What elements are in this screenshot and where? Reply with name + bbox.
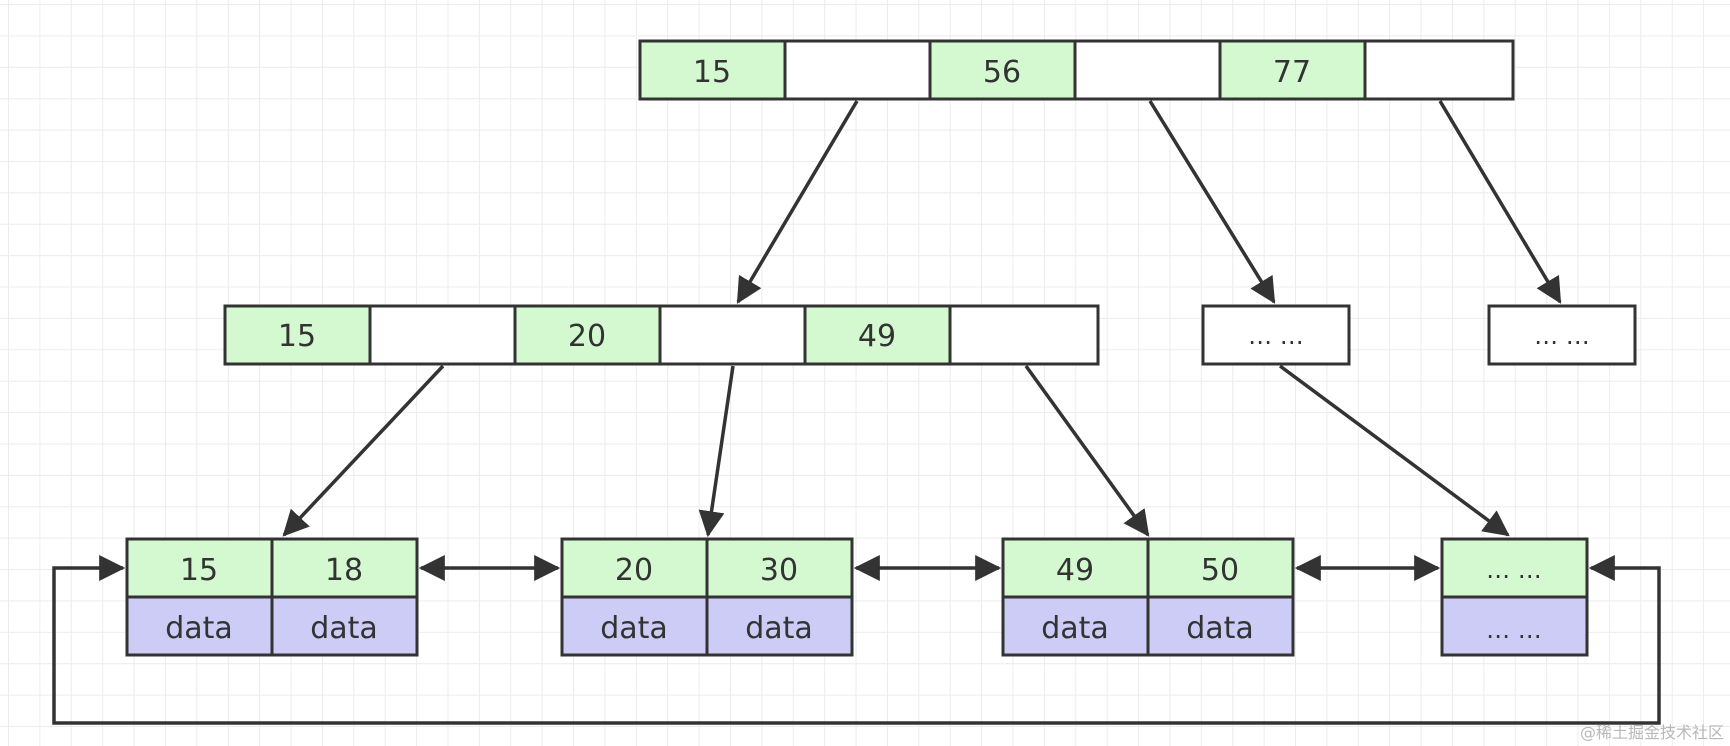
arrow-root-to-internal [736, 100, 859, 304]
circular-link-path [52, 555, 1661, 725]
internal-key-1: 15 [278, 319, 316, 354]
root-pointer-cell-2 [1073, 39, 1222, 101]
root-key-1: 15 [693, 55, 731, 90]
root-pointer-cell-3 [1363, 39, 1515, 101]
root-key-cell-1 [638, 39, 787, 101]
internal-sibling-node-2: … … [1487, 304, 1637, 366]
root-key-3: 77 [1273, 55, 1311, 90]
arrow-sibling-to-leaf-4 [1278, 364, 1510, 537]
leaf-3-data-2: data [1186, 611, 1254, 646]
leaf-node-3: 49 50 data data [1001, 537, 1295, 657]
root-node: 15 56 77 [638, 39, 1515, 101]
leaf-node-1: 15 18 data data [125, 537, 419, 657]
leaf-3-data-cell-1 [1001, 595, 1150, 657]
internal-key-2: 20 [568, 319, 606, 354]
arrow-internal-to-leaf-1 [282, 364, 445, 537]
arrow-internal-to-leaf-2 [698, 365, 735, 538]
internal-pointer-cell-3 [948, 304, 1100, 366]
leaf-4-data-cell [1440, 595, 1589, 657]
leaf-3-data-1: data [1041, 611, 1109, 646]
root-pointer-cell-1 [783, 39, 932, 101]
internal-pointer-cell-1 [368, 304, 517, 366]
internal-key-cell-3 [803, 304, 952, 366]
root-pointer-arrows [736, 100, 1562, 304]
arrow-internal-to-leaf-3 [1024, 364, 1150, 537]
internal-key-cell-2 [513, 304, 662, 366]
internal-sibling-box-1 [1201, 304, 1351, 366]
root-key-cell-3 [1218, 39, 1367, 101]
leaf-1-data-1: data [165, 611, 233, 646]
leaf-1-data-2: data [310, 611, 378, 646]
circular-link-arrow [52, 555, 1661, 725]
leaf-1-data-cell-2 [270, 595, 419, 657]
leaf-1-key-2: 18 [325, 553, 363, 588]
internal-sibling-node-1: … … [1201, 304, 1351, 366]
arrow-root-to-sibling-1 [1148, 100, 1276, 304]
leaf-2-data-2: data [745, 611, 813, 646]
leaf-node-2: 20 30 data data [560, 537, 854, 657]
watermark: @稀土掘金技术社区 [1579, 723, 1724, 742]
root-key-2: 56 [983, 55, 1021, 90]
internal-pointer-cell-2 [658, 304, 807, 366]
internal-node: 15 20 49 [223, 304, 1100, 366]
root-key-cell-2 [928, 39, 1077, 101]
internal-sibling-ellipsis-1: … … [1248, 322, 1304, 350]
leaf-1-key-1: 15 [180, 553, 218, 588]
leaf-2-key-2: 30 [760, 553, 798, 588]
leaf-3-key-1: 49 [1056, 553, 1094, 588]
leaf-node-4: … … … … [1440, 537, 1589, 657]
leaf-4-data-ellipsis: … … [1486, 616, 1542, 644]
leaf-2-key-1: 20 [615, 553, 653, 588]
leaf-3-key-2: 50 [1201, 553, 1239, 588]
leaf-3-data-cell-2 [1146, 595, 1295, 657]
internal-sibling-ellipsis-2: … … [1534, 322, 1590, 350]
leaf-2-data-1: data [600, 611, 668, 646]
leaf-2-data-cell-2 [705, 595, 854, 657]
leaf-4-key-ellipsis: … … [1486, 556, 1542, 584]
internal-key-3: 49 [858, 319, 896, 354]
internal-pointer-arrows [282, 364, 1510, 538]
internal-sibling-box-2 [1487, 304, 1637, 366]
arrow-root-to-sibling-2 [1438, 100, 1562, 304]
